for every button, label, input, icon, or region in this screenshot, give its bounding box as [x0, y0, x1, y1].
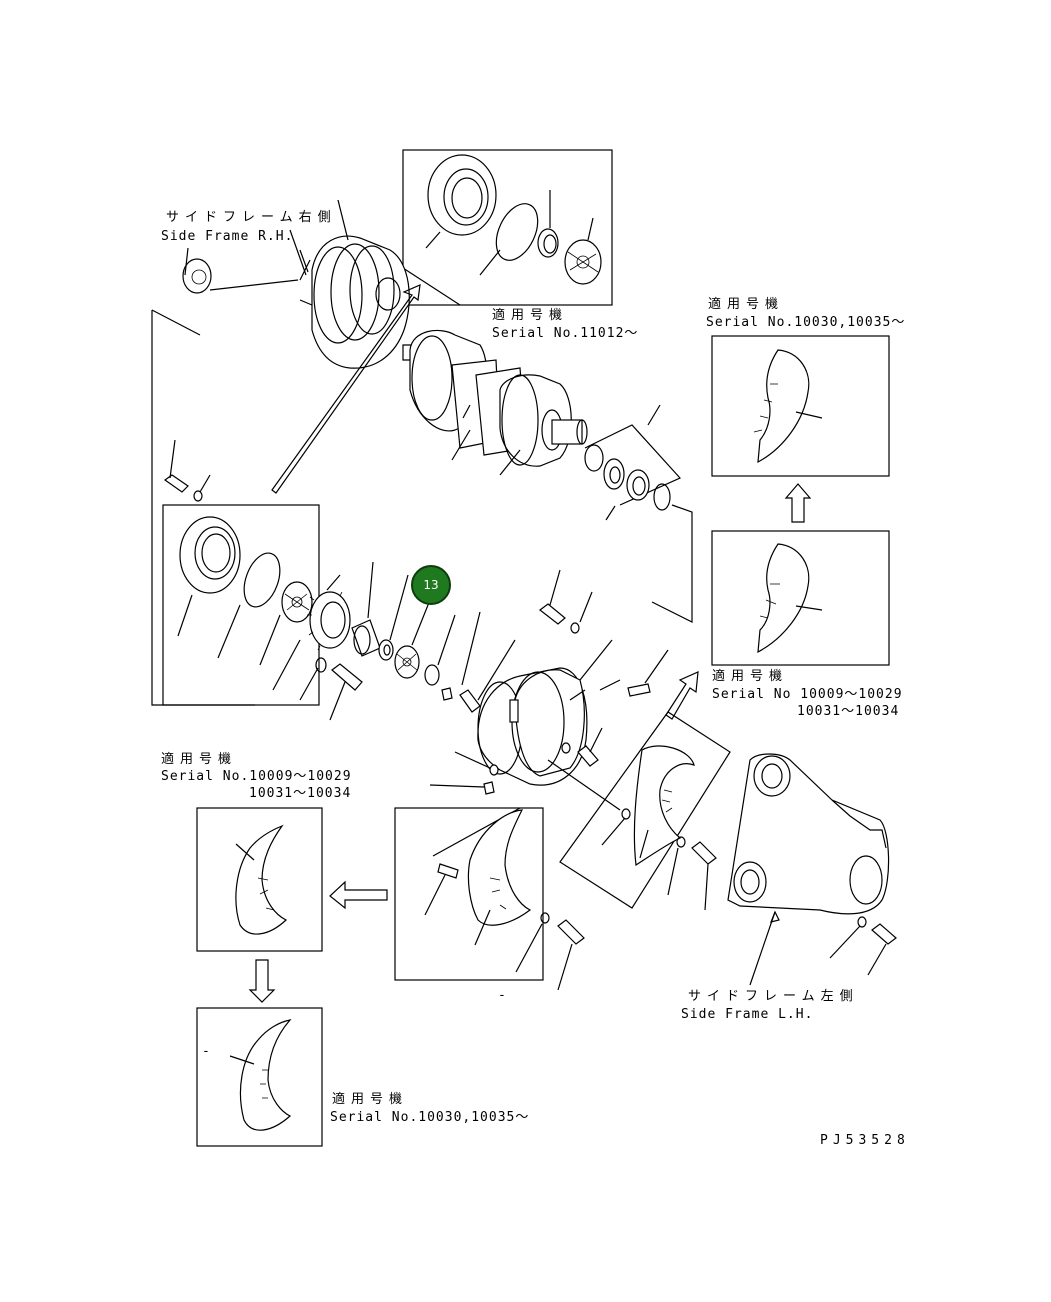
side-frame-lh-jp-label: サイドフレーム左側: [688, 989, 859, 1004]
arrow-down-to-inset: [248, 959, 276, 1003]
bolt-washer-middle: [539, 569, 593, 634]
arrow-to-serial-10009: [665, 671, 699, 720]
sprocket-hub-assembly: [402, 329, 588, 476]
middle-parts-row: [272, 561, 516, 721]
callout-13-number: 13: [423, 578, 439, 592]
inset-serial-10009-left: [196, 807, 323, 952]
inset-seal-left: [151, 309, 320, 706]
applicable-jp-label-top-right: 適用号機: [708, 297, 785, 312]
side-frame-lh: [727, 753, 897, 986]
inset-serial-10030-top: [711, 335, 890, 477]
side-frame-rh-label: Side Frame R.H.: [161, 229, 294, 244]
dash-mark-left: -: [202, 1044, 211, 1059]
serial-10009-label-right: Serial No 10009～10029: [712, 687, 903, 702]
inset-serial-10009-right: [711, 530, 890, 666]
arrow-up-right-insets: [784, 483, 812, 523]
inset-sprocket-center: [559, 711, 731, 911]
side-frame-lh-label: Side Frame L.H.: [681, 1007, 814, 1022]
bolt-washer-upper-left: [163, 439, 211, 502]
diagonal-assembly-arrow: [271, 284, 421, 494]
inset-serial-11012: [402, 149, 613, 306]
serial-10031-label-right: 10031～10034: [797, 704, 900, 719]
center-cover: [429, 639, 669, 811]
callout-13[interactable]: 13: [411, 565, 451, 605]
serial-10031-label-left: 10031～10034: [249, 786, 352, 801]
applicable-jp-label-bottom: 適用号機: [332, 1092, 409, 1107]
inset-serial-10030-bottom: [196, 1007, 323, 1147]
seal-group-upper: [584, 404, 693, 623]
dash-mark-center: -: [498, 988, 507, 1003]
side-frame-rh-jp-label: サイドフレーム右側: [166, 210, 337, 225]
applicable-jp-label-left: 適用号機: [161, 752, 238, 767]
serial-10030-label-top-right: Serial No.10030,10035～: [706, 315, 906, 330]
arrow-left-to-inset: [329, 880, 388, 910]
inset-sprocket-bottom-center: [394, 807, 585, 991]
serial-10009-label-left: Serial No.10009～10029: [161, 769, 352, 784]
drawing-code: PJ53528: [820, 1133, 910, 1148]
serial-11012-label: Serial No.11012～: [492, 326, 639, 341]
applicable-jp-label-right: 適用号機: [712, 669, 789, 684]
applicable-jp-label-top: 適用号機: [492, 308, 569, 323]
final-drive-housing: [182, 199, 410, 369]
serial-10030-label-bottom: Serial No.10030,10035～: [330, 1110, 530, 1125]
